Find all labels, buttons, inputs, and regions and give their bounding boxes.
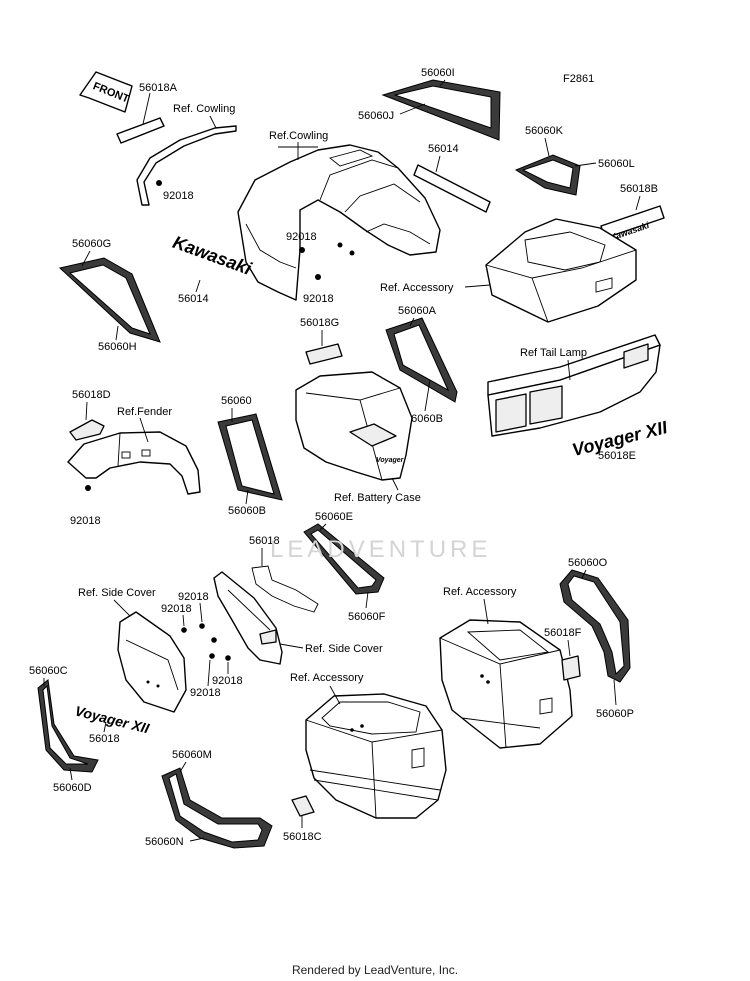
seal-56060A: 56060A 56060B (385, 305, 458, 425)
bolt-92018-b (299, 247, 305, 253)
label-56060G: 56060G (72, 238, 111, 250)
bolt-cluster-92018: 92018 92018 92018 92018 (161, 591, 243, 699)
label-56060: 56060 (221, 395, 252, 407)
label-56060O: 56060O (568, 557, 608, 569)
label-56060J: 56060J (358, 110, 394, 122)
part-56014-strip: 56014 (413, 143, 491, 213)
part-56018A: 56018A (116, 82, 178, 144)
label-56018-a: 56018 (249, 535, 280, 547)
label-92018-d: 92018 (70, 515, 101, 527)
ref-cowling-b: Ref.Cowling (269, 130, 328, 142)
label-56014-b: 56014 (178, 293, 209, 305)
part-56018D: 56018D (69, 389, 111, 441)
figure-code: F2861 (563, 73, 594, 85)
label-56018B: 56018B (620, 183, 658, 195)
seal-56060G: 56060G 56060H (58, 238, 161, 353)
seal-56060M: 56060M 56060N (145, 749, 273, 849)
tail-lamp: Ref Tail Lamp (487, 334, 661, 437)
main-cowling: Ref.Cowling 92018 92018 (237, 130, 441, 305)
label-56018A: 56018A (139, 82, 178, 94)
emblem-56018-voyager: Voyager XII 56018 (73, 703, 151, 745)
bolt-92018-a (156, 180, 162, 186)
label-56060B-b: 56060B (228, 505, 266, 517)
part-56018F: 56018F (544, 627, 582, 681)
ref-accessory-c: Ref. Accessory (290, 672, 364, 684)
side-cover-left: Ref. Side Cover (78, 587, 187, 713)
ref-side-cover-b: Ref. Side Cover (305, 643, 383, 655)
emblem-56018-side: 56018 (249, 535, 319, 613)
logo-voyager-side: Voyager XII (73, 703, 151, 737)
label-56018G: 56018G (300, 317, 339, 329)
label-56018D: 56018D (72, 389, 111, 401)
label-92018-f: 92018 (161, 603, 192, 615)
seal-56060O: 56060O 56060P (559, 557, 634, 720)
part-56018G: 56018G (300, 317, 343, 365)
saddlebag-right: Ref. Accessory (439, 586, 573, 749)
seal-56060I: 56060I 56060J (358, 67, 501, 141)
seal-56060K: 56060K 56060L (514, 125, 635, 196)
label-56018-b: 56018 (89, 733, 120, 745)
battery-case: Voyager Ref. Battery Case (295, 371, 421, 504)
label-56018C: 56018C (283, 831, 322, 843)
rear-fender: Ref.Fender 92018 (67, 406, 201, 527)
side-cover-right: Ref. Side Cover (213, 571, 383, 665)
seal-56060C: 56060C 56060D (29, 665, 99, 794)
label-56060A: 56060A (398, 305, 437, 317)
label-56060M: 56060M (172, 749, 212, 761)
ref-tail-lamp: Ref Tail Lamp (520, 347, 587, 359)
label-92018-a: 92018 (163, 190, 194, 202)
label-56018F: 56018F (544, 627, 582, 639)
label-92018-h: 92018 (190, 687, 221, 699)
label-92018-g: 92018 (212, 675, 243, 687)
seal-56060: 56060 56060B (217, 395, 283, 517)
ref-battery-case: Ref. Battery Case (334, 492, 421, 504)
label-56060H: 56060H (98, 341, 137, 353)
logo-voyager-center: Voyager (376, 457, 405, 464)
label-56060E: 56060E (315, 511, 353, 523)
emblem-56018E: Voyager XII 56018E (570, 417, 670, 462)
label-56060D: 56060D (53, 782, 92, 794)
bolt-92018-d (85, 485, 91, 491)
label-92018-c: 92018 (303, 293, 334, 305)
part-56018C: 56018C (283, 795, 322, 843)
seal-56060E: 56060E 56060F (303, 511, 386, 623)
label-56060K: 56060K (525, 125, 564, 137)
ref-accessory-a: Ref. Accessory (380, 282, 454, 294)
label-56060C: 56060C (29, 665, 68, 677)
ref-accessory-b: Ref. Accessory (443, 586, 517, 598)
label-56060I: 56060I (421, 67, 455, 79)
footer-credit: Rendered by LeadVenture, Inc. (291, 963, 459, 977)
label-56014-a: 56014 (428, 143, 459, 155)
ref-cowling-a: Ref. Cowling (173, 103, 235, 115)
saddlebag-lower: Ref. Accessory (290, 672, 447, 819)
label-56060N: 56060N (145, 836, 184, 848)
bolt-92018-c (315, 274, 321, 280)
label-92018-b: 92018 (286, 231, 317, 243)
label-56060P: 56060P (596, 708, 634, 720)
front-arrow-tag: FRONT (79, 71, 133, 113)
label-56018E: 56018E (598, 450, 636, 462)
ref-fender: Ref.Fender (117, 406, 172, 418)
label-56060B-a: 56060B (405, 413, 443, 425)
cowling-arc-trim: Ref. Cowling 92018 (136, 103, 237, 206)
watermark: LEADVENTURE (270, 536, 492, 563)
label-92018-e: 92018 (178, 591, 209, 603)
label-56060F: 56060F (348, 611, 386, 623)
ref-side-cover-a: Ref. Side Cover (78, 587, 156, 599)
label-56060L: 56060L (598, 158, 635, 170)
top-case-accessory: Ref. Accessory (380, 218, 637, 323)
